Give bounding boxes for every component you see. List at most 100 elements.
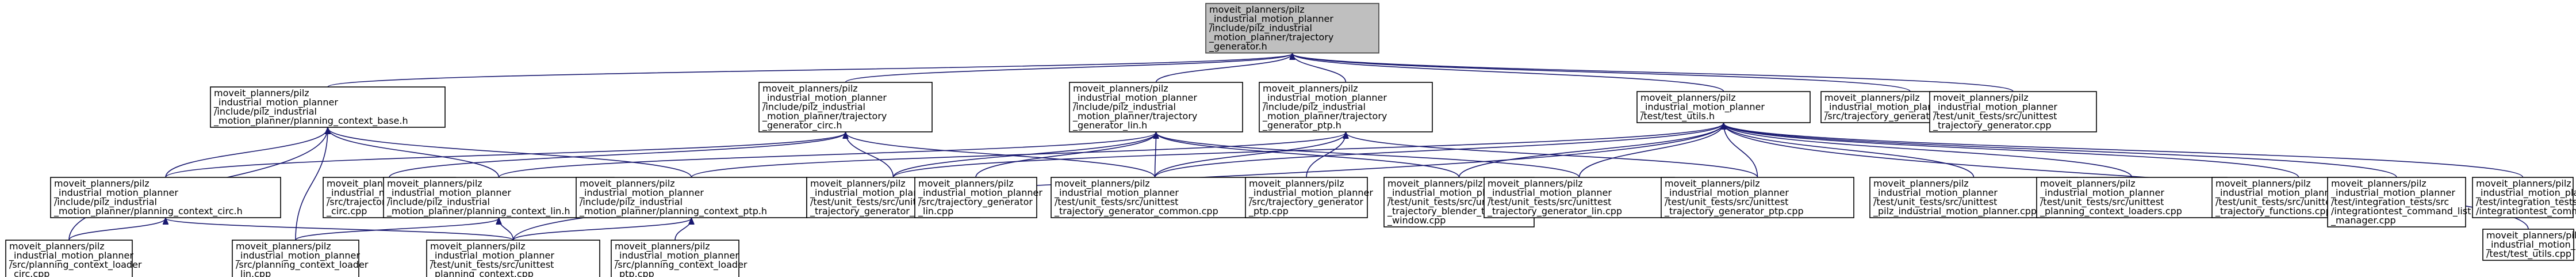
- node-label-line: _circ.cpp: [9, 268, 49, 277]
- graph-node-root[interactable]: moveit_planners/pilz_industrial_motion_p…: [1205, 3, 1379, 54]
- node-label-line: moveit_planners/pilz: [54, 178, 150, 189]
- node-label-line: _generator_ptp.h: [1262, 120, 1341, 131]
- edge-src-tg-cpp-to-root: [1293, 54, 1911, 92]
- node-label-line: /test/unit_tests/src/unittest: [430, 259, 554, 271]
- edge-src-tg-lin-cpp-to-tg-lin: [975, 132, 1156, 178]
- node-label-line: /test/test_utils.cpp: [2486, 248, 2571, 260]
- node-label-line: /include/pilz_industrial: [1209, 22, 1312, 34]
- graph-node-it-cmd-list-cpp[interactable]: moveit_planners/pilz_industrial_motion_p…: [2327, 177, 2471, 227]
- node-label-line: _trajectory_functions.cpp: [2215, 206, 2332, 217]
- node-label-line: moveit_planners/pilz: [387, 178, 482, 189]
- node-label-line: moveit_planners/pilz: [1073, 83, 1168, 94]
- node-box: [50, 177, 281, 218]
- node-label-line: _ptp.cpp: [1248, 206, 1289, 217]
- graph-node-ctx-circ-h[interactable]: moveit_planners/pilz_industrial_motion_p…: [50, 177, 281, 218]
- node-label-line: /src/planning_context_loader: [236, 259, 369, 271]
- node-label-line: moveit_planners/pilz: [1263, 83, 1358, 94]
- node-label-line: _generator_lin.h: [1072, 120, 1147, 131]
- graph-node-test-utils-h[interactable]: moveit_planners/pilz_industrial_motion_p…: [1636, 91, 1811, 123]
- node-label-line: /include/pilz_industrial: [54, 196, 157, 208]
- node-label-line: moveit_planners/pilz: [1488, 178, 1583, 189]
- graph-node-ut-ctx-cpp[interactable]: moveit_planners/pilz_industrial_motion_p…: [426, 240, 600, 277]
- graph-node-ut-tg-cpp[interactable]: moveit_planners/pilz_industrial_motion_p…: [1929, 91, 2097, 132]
- node-box: [1661, 177, 1854, 218]
- node-label-line: /test/test_utils.h: [1640, 111, 1715, 122]
- node-label-line: moveit_planners/pilz: [615, 241, 710, 252]
- node-label-line: _industrial_motion_planner: [2475, 187, 2576, 199]
- node-label-line: _industrial_motion_planner: [1072, 92, 1197, 104]
- node-label-line: _industrial_motion_planner: [213, 97, 338, 108]
- edge-ut-tg-common-cpp-to-tg-circ: [846, 132, 1156, 178]
- edge-ut-blender-cpp-to-test-utils-h: [1458, 123, 1724, 178]
- node-label-line: /src/planning_context_loader: [9, 259, 142, 271]
- node-label-line: /include/pilz_industrial: [1263, 101, 1366, 113]
- node-label-line: _industrial_motion_planner: [2486, 239, 2576, 251]
- node-label-line: /test/unit_tests/src/unittest: [1873, 196, 1997, 208]
- graph-node-tg-ptp[interactable]: moveit_planners/pilz_industrial_motion_p…: [1259, 82, 1433, 132]
- edge-ut-tg-common-cpp-to-tg-lin: [1155, 132, 1156, 178]
- node-label-line: _trajectory_generator.cpp: [1933, 120, 2052, 131]
- edge-test-utils-h-to-root: [1293, 54, 1724, 92]
- node-label-line: _motion_planner/planning_context_ptp.h: [579, 206, 767, 217]
- node-label-line: _industrial_motion_planner: [1873, 187, 1998, 199]
- edge-ut-tg-circ-cpp-to-tg-circ: [846, 132, 894, 178]
- graph-node-ut-tg-lin-cpp[interactable]: moveit_planners/pilz_industrial_motion_p…: [1483, 177, 1675, 218]
- edge-ut-traj-funcs-cpp-to-test-utils-h: [1724, 123, 2299, 178]
- node-label-line: /src/trajectory_generator: [1249, 196, 1363, 208]
- edge-tg-circ-to-root: [845, 54, 1293, 83]
- node-label-line: _motion_planner/planning_context_lin.h: [386, 206, 570, 217]
- edge-ctx-circ-h-to-tg-circ: [165, 132, 846, 178]
- node-label-line: /src/planning_context_loader: [615, 259, 747, 271]
- edge-tg-lin-to-root: [1155, 54, 1293, 83]
- edge-ctx-lin-h-to-tg-lin: [498, 132, 1156, 178]
- graph-node-src-tg-lin-cpp[interactable]: moveit_planners/pilz_industrial_motion_p…: [914, 177, 1042, 218]
- graph-node-ut-tg-common-cpp[interactable]: moveit_planners/pilz_industrial_motion_p…: [1051, 177, 1259, 218]
- node-label-line: _industrial_motion_planner: [2215, 187, 2340, 199]
- node-label-line: /integrationtest_command_list: [2331, 206, 2471, 217]
- node-label-line: _industrial_motion_planner: [430, 250, 554, 261]
- node-label-line: _planning_context_loaders.cpp: [2040, 206, 2182, 217]
- node-label-line: _industrial_motion_planner: [9, 250, 133, 261]
- node-label-line: _lin.cpp: [918, 206, 953, 217]
- node-box: [2036, 177, 2228, 218]
- node-label-line: moveit_planners/pilz: [1665, 178, 1760, 189]
- node-label-line: moveit_planners/pilz: [580, 178, 675, 189]
- node-box: [1051, 177, 1259, 218]
- node-label-line: _motion_planner/trajectory: [1262, 111, 1387, 122]
- graph-node-ctx-lin-h[interactable]: moveit_planners/pilz_industrial_motion_p…: [383, 177, 615, 218]
- graph-node-tg-circ[interactable]: moveit_planners/pilz_industrial_motion_p…: [758, 82, 933, 132]
- graph-node-src-tg-ptp-cpp[interactable]: moveit_planners/pilz_industrial_motion_p…: [1245, 177, 1373, 218]
- node-box: [1636, 91, 1811, 123]
- node-label-line: _industrial_motion_planner: [614, 250, 739, 261]
- graph-node-src-ctx-loader-ptp-cpp[interactable]: moveit_planners/pilz_industrial_motion_p…: [611, 240, 747, 277]
- graph-node-src-ctx-loader-circ-cpp[interactable]: moveit_planners/pilz_industrial_motion_p…: [5, 240, 142, 277]
- node-label-line: _industrial_motion_planner: [1387, 187, 1512, 199]
- node-label-line: moveit_planners/pilz: [1933, 92, 2029, 104]
- node-label-line: _industrial_motion_planner: [1248, 187, 1373, 199]
- edge-ut-tg-circ-cpp-to-test-utils-h: [892, 123, 1724, 178]
- graph-node-ut-tg-ptp-cpp[interactable]: moveit_planners/pilz_industrial_motion_p…: [1661, 177, 1854, 218]
- node-label-line: /src/trajectory_generator.cpp: [1824, 111, 1958, 122]
- graph-node-ut-ctx-loaders-cpp[interactable]: moveit_planners/pilz_industrial_motion_p…: [2036, 177, 2228, 218]
- node-box: [426, 240, 600, 277]
- edge-src-tg-ptp-cpp-to-tg-ptp: [1306, 132, 1346, 178]
- edge-ut-tg-ptp-cpp-to-test-utils-h: [1724, 123, 1758, 178]
- graph-node-test-utils-cpp[interactable]: moveit_planners/pilz_industrial_motion_p…: [2482, 229, 2576, 261]
- graph-node-tg-lin[interactable]: moveit_planners/pilz_industrial_motion_p…: [1069, 82, 1243, 132]
- graph-node-ctx-ptp-h[interactable]: moveit_planners/pilz_industrial_motion_p…: [576, 177, 807, 218]
- graph-node-it-cmd-planning-cpp[interactable]: moveit_planners/pilz_industrial_motion_p…: [2472, 177, 2576, 218]
- graph-node-src-ctx-loader-lin-cpp[interactable]: moveit_planners/pilz_industrial_motion_p…: [232, 240, 369, 277]
- edge-ut-tg-lin-cpp-to-tg-lin: [1156, 132, 1580, 178]
- node-label-line: moveit_planners/pilz: [1055, 178, 1150, 189]
- graph-node-ctx-base[interactable]: moveit_planners/pilz_industrial_motion_p…: [210, 86, 446, 128]
- node-label-line: _industrial_motion_planner: [386, 187, 511, 199]
- edge-ctx-base-to-root: [327, 54, 1293, 88]
- edge-ut-tg-lin-cpp-to-test-utils-h: [1578, 123, 1724, 178]
- node-label-line: _trajectory_generator_lin.cpp: [1487, 206, 1622, 217]
- node-label-line: /include/pilz_industrial: [214, 106, 317, 117]
- node-label-line: _industrial_motion_planner: [2040, 187, 2164, 199]
- node-box: [1259, 82, 1433, 132]
- node-label-line: /test/unit_tests/src/unittest: [1665, 196, 1788, 208]
- node-label-line: /test/integration_tests/src: [2331, 196, 2449, 208]
